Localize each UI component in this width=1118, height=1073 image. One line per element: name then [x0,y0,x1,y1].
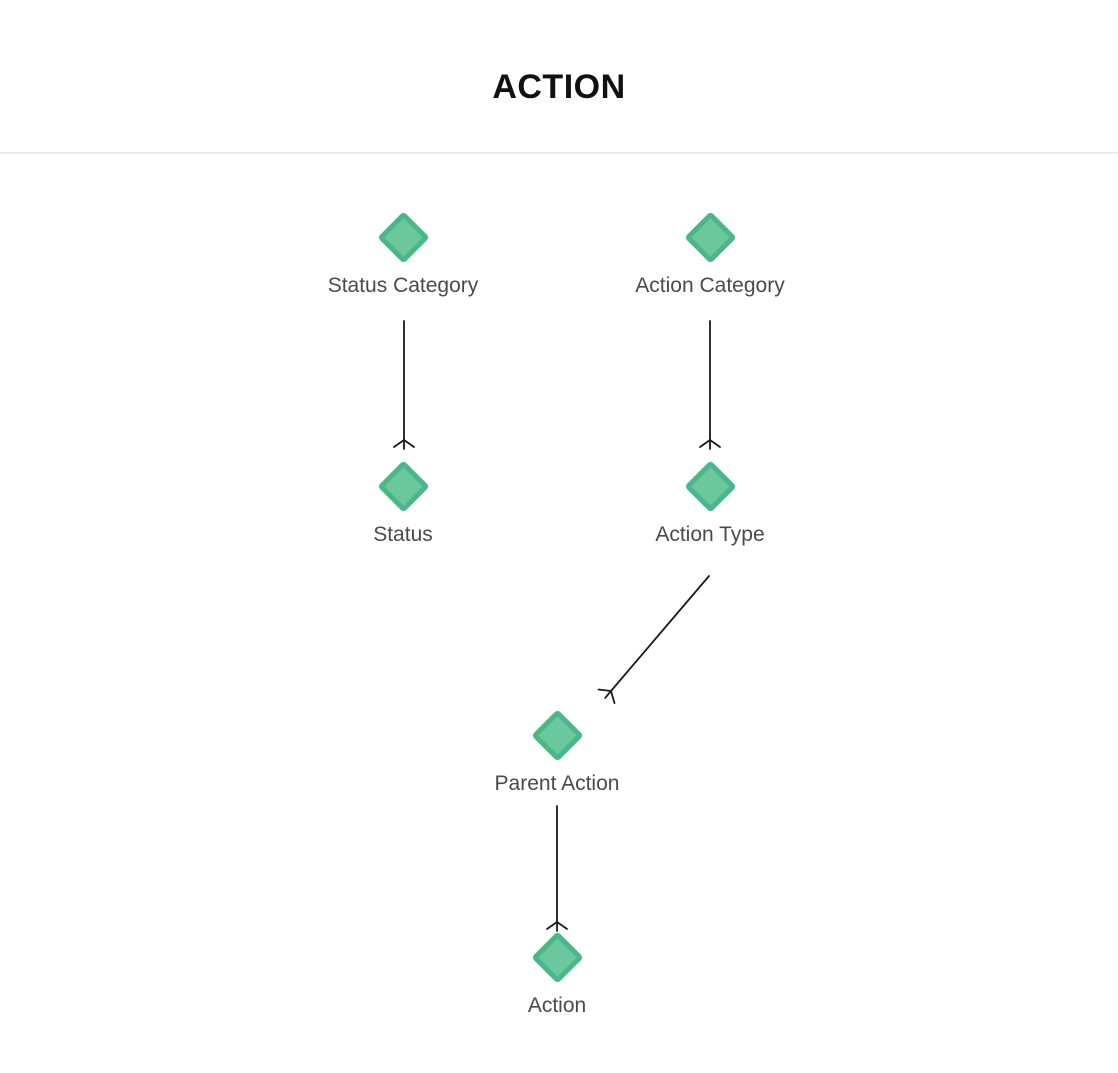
crow-foot-marker [699,439,721,450]
node-label: Parent Action [494,772,620,795]
node-status-category[interactable]: Status Category [293,211,513,299]
edge-action-category-to-action-type [699,320,721,450]
title-divider [0,152,1118,154]
edge-action-type-to-parent-action [597,575,710,704]
edge-status-category-to-status [393,320,415,450]
node-label: Status Category [327,274,479,297]
entity-diamond-icon [530,709,584,762]
page-title: ACTION [492,68,626,106]
entity-diamond-icon [683,211,737,264]
node-parent-action[interactable]: Parent Action [447,709,667,797]
node-action-type[interactable]: Action Type [600,460,820,548]
node-status[interactable]: Status [293,460,513,548]
entity-diamond-icon [376,211,430,264]
edge-parent-action-to-action [546,805,568,932]
entity-diamond-icon [530,931,584,984]
crow-foot-marker [546,921,568,932]
node-action-category[interactable]: Action Category [600,211,820,299]
node-label: Action [527,994,587,1017]
entity-diamond-icon [683,460,737,513]
node-label: Status [373,523,433,546]
crow-foot-marker [393,439,415,450]
node-label: Action Type [655,523,765,546]
node-label: Action Category [635,274,785,297]
entity-diamond-icon [376,460,430,513]
crow-foot-marker [597,688,616,704]
node-action[interactable]: Action [447,931,667,1019]
